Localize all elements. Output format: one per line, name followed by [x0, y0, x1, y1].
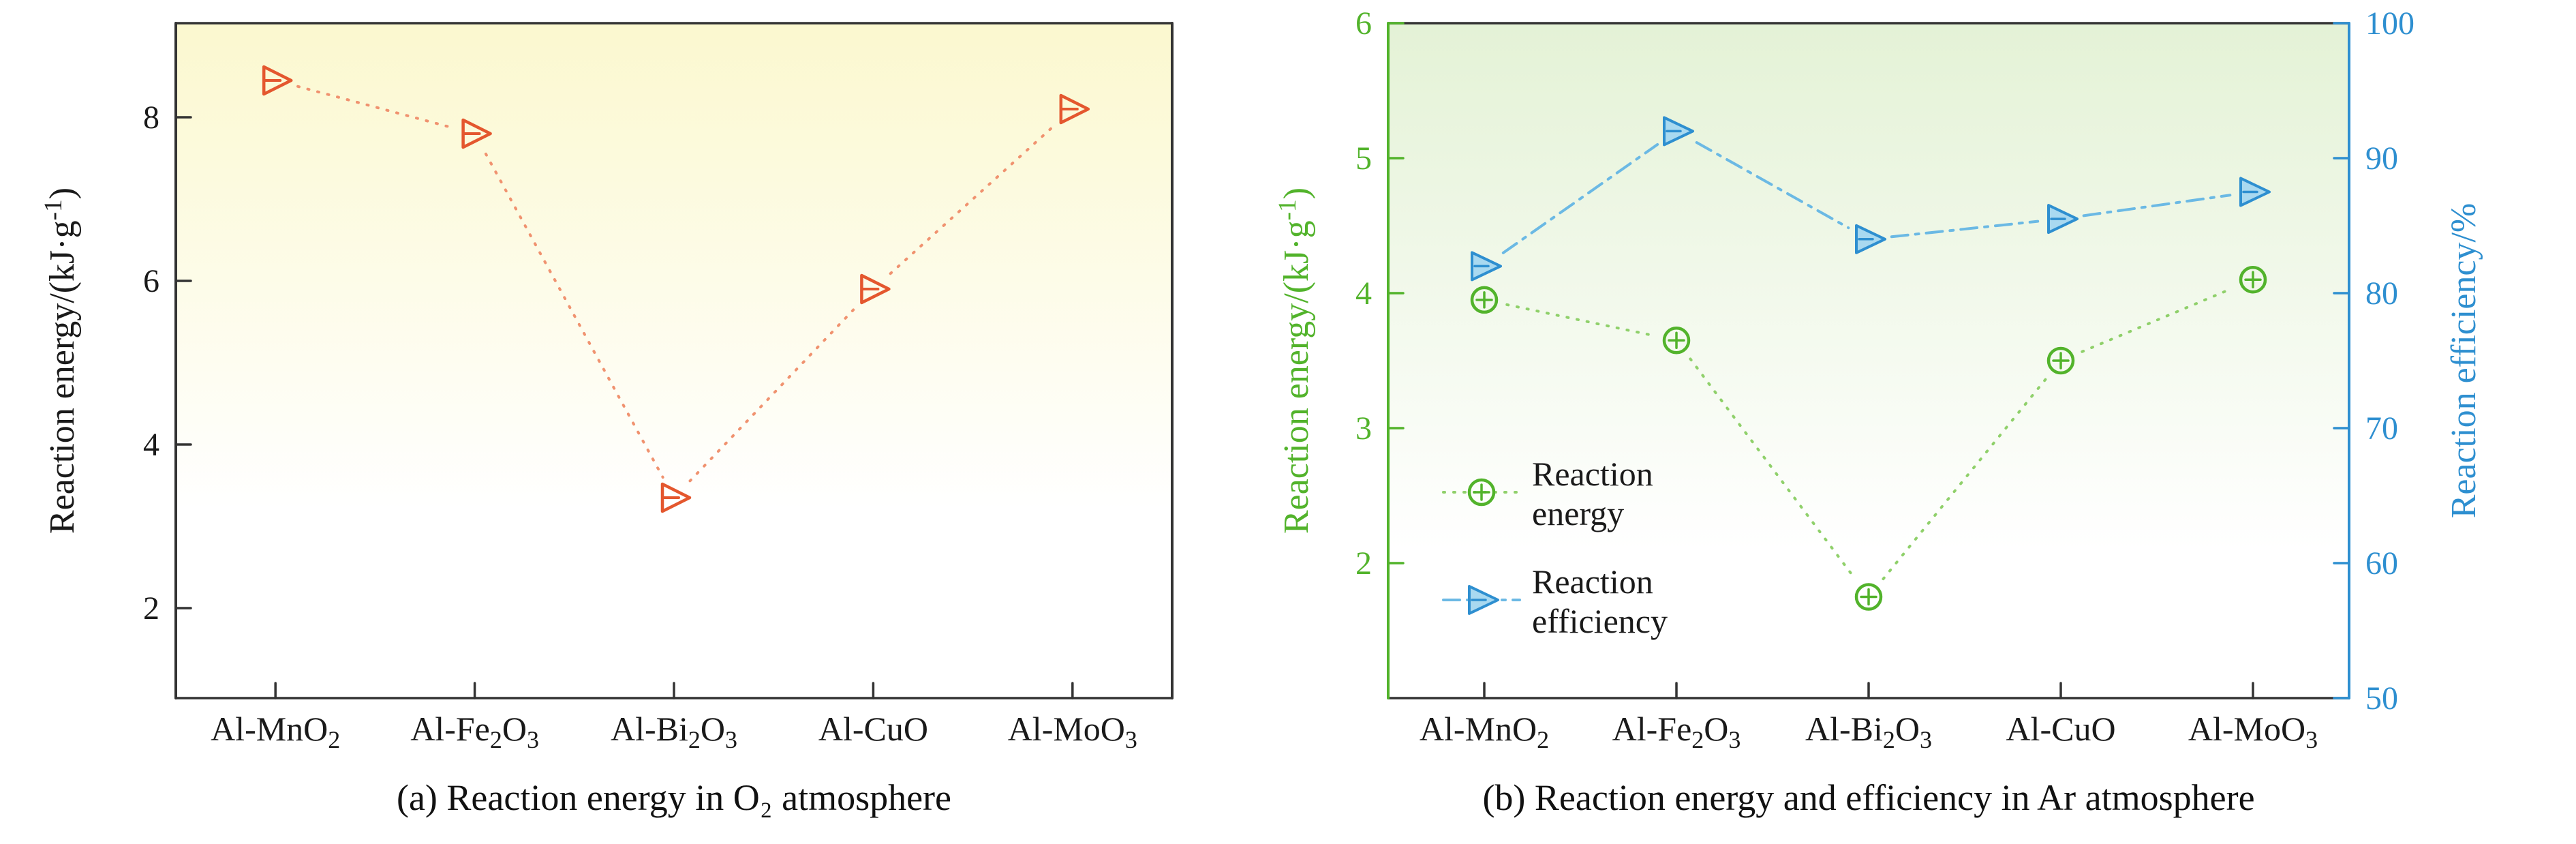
legend-label: efficiency — [1532, 602, 1668, 640]
x-tick-label: Al-Fe2O3 — [410, 710, 539, 753]
data-point-marker — [1471, 251, 1502, 282]
series-line — [484, 152, 664, 479]
y-tick-label: 50 — [2365, 680, 2398, 717]
y-tick-label: 4 — [143, 427, 159, 463]
y-tick-label: 4 — [1355, 275, 1372, 312]
y-tick-label: 8 — [143, 100, 159, 136]
y-tick-label: 6 — [1355, 5, 1372, 42]
series-line — [1501, 142, 1659, 254]
circle-marker-icon — [2046, 346, 2075, 375]
series-line — [2081, 287, 2233, 353]
series-reaction-energy — [1470, 265, 2267, 611]
x-tick-label: Al-Bi2O3 — [611, 710, 737, 753]
data-point-marker — [1467, 478, 1496, 507]
series-line — [1882, 377, 2048, 581]
legend-label: Reaction — [1532, 562, 1653, 601]
x-tick-label: Al-MoO3 — [2188, 710, 2318, 753]
y-tick-label: 80 — [2365, 275, 2398, 312]
series-line — [1695, 141, 1850, 230]
data-point-marker — [1470, 286, 1499, 314]
data-point-marker — [1662, 327, 1691, 355]
chart-a-caption: (a) Reaction energy in O₂ atmosphere — [396, 777, 952, 818]
circle-marker-icon — [2239, 265, 2267, 294]
y-axis-title-left: Reaction energy/(kJ·g-1) — [40, 187, 82, 534]
circle-marker-icon — [1470, 286, 1499, 314]
series-line — [1505, 303, 1655, 337]
series-reaction-energy — [262, 65, 1090, 513]
x-tick-label: Al-MnO2 — [1420, 710, 1549, 753]
series-line — [889, 123, 1057, 275]
y-tick-label: 100 — [2365, 5, 2414, 42]
x-tick-label: Al-CuO — [2006, 710, 2115, 748]
x-tick-label: Al-Fe2O3 — [1612, 710, 1741, 753]
series-line — [688, 304, 859, 483]
circle-marker-icon — [1467, 478, 1496, 507]
y-tick-label: 3 — [1355, 410, 1372, 447]
y-tick-label: 90 — [2365, 140, 2398, 177]
legend-label: energy — [1532, 494, 1624, 532]
y-tick-label: 6 — [143, 263, 159, 299]
x-tick-label: Al-MnO2 — [211, 710, 340, 753]
y-axis-title-left: Reaction energy/(kJ·g-1) — [1274, 187, 1316, 534]
y-axis-title-right: Reaction efficiency/% — [2444, 203, 2483, 519]
data-point-marker — [660, 482, 692, 513]
y-tick-label: 5 — [1355, 140, 1372, 177]
x-tick-label: Al-CuO — [818, 710, 928, 748]
data-point-marker — [461, 118, 492, 149]
data-point-marker — [860, 273, 891, 305]
chart-b-caption: (b) Reaction energy and efficiency in Ar… — [1482, 777, 2255, 818]
data-point-marker — [2047, 204, 2079, 235]
x-tick-label: Al-Bi2O3 — [1805, 710, 1932, 753]
series-line — [296, 85, 454, 130]
circle-marker-icon — [1662, 327, 1691, 355]
legend-label: Reaction — [1532, 455, 1653, 493]
data-point-marker — [1855, 224, 1886, 254]
series-line — [1890, 220, 2040, 239]
data-point-marker — [1468, 585, 1499, 615]
data-point-marker — [2239, 177, 2271, 207]
x-tick-label: Al-MoO3 — [1008, 710, 1137, 753]
y-tick-label: 2 — [143, 590, 159, 627]
data-point-marker — [1663, 116, 1694, 147]
data-point-marker — [262, 65, 293, 96]
series-reaction-efficiency — [1471, 116, 2271, 282]
plot-area — [176, 23, 1172, 698]
data-point-marker — [1059, 93, 1090, 125]
data-point-marker — [1854, 583, 1883, 611]
series-line — [2082, 194, 2232, 217]
y-tick-label: 60 — [2365, 545, 2398, 582]
y-tick-label: 70 — [2365, 410, 2398, 447]
data-point-marker — [2046, 346, 2075, 375]
circle-marker-icon — [1854, 583, 1883, 611]
y-tick-label: 2 — [1355, 545, 1372, 582]
data-point-marker — [2239, 265, 2267, 294]
